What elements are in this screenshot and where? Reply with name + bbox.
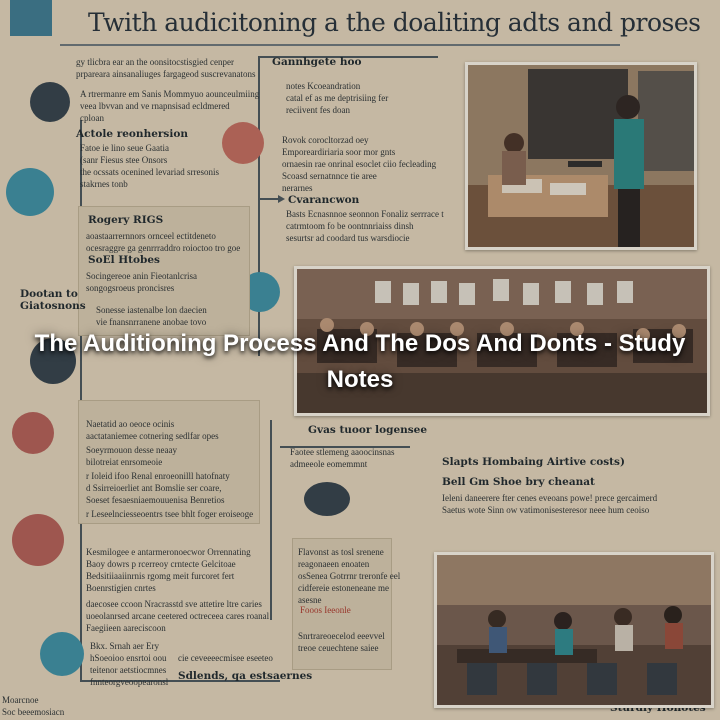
blurb-24: Ieleni daneerere fter cenes eveoans powe… (442, 493, 658, 515)
blurb-4: notes Kcoeandration catal ef as me deptr… (286, 81, 389, 115)
flow-line-right (280, 446, 410, 448)
blurb-19: r Leseelnciesseoentrs tsee bhlt foger er… (86, 509, 254, 519)
flow-line-center (258, 56, 260, 356)
blurb-23: Bell Gm Shoe bry cheanat (442, 476, 595, 488)
overlay-title: The Auditioning Process And The Dos And … (34, 330, 686, 393)
blurb-14: Sonesse iastenalbe lon daecien vie fnans… (96, 305, 207, 327)
blurb-20: Gvas tuoor logensee (308, 424, 428, 436)
blurb-28: Fooos Ieeonle (300, 605, 351, 615)
blurb-3: A rtrermanre em Sanis Mommyuo aounceulmi… (80, 89, 260, 123)
blurb-15: Dootan to Giatosnons (20, 288, 86, 312)
rehearsal-room-illustration (437, 555, 711, 705)
blurb-13: Socingereoe anin Fieotanlcrisa songogsro… (86, 271, 197, 293)
blurb-30: Bkx. Srnah aer Ery hSoeoioo ensrtoi oou … (90, 641, 169, 687)
blurb-5: Actole reonhersion (76, 128, 188, 140)
megaphone-icon (6, 168, 54, 216)
blurb-21: Faotee stlemeng aaoocinsnas admeeole eom… (290, 447, 395, 469)
blurb-12: SoEl Htobes (88, 254, 160, 266)
blurb-29: Snrtrareoecelod eeevvel treoe ceuechtene… (298, 631, 385, 653)
blurb-22: Slapts Hombaing Airtive costs) (442, 456, 625, 468)
blurb-16: Naetatid ao oeoce ocinis aactataniemee c… (86, 419, 219, 441)
poster-title: Twith audicitoning a the doaliting adts … (88, 8, 701, 37)
panel-rogery-rigs (78, 206, 250, 336)
blurb-11: aoastaarrernnors ornceel ectitdeneto oce… (86, 231, 241, 253)
blurb-2: Gannhgete hoo (272, 56, 362, 68)
blurb-25: Kesmilogee e antarmeronoecwor Orrennatin… (86, 547, 251, 593)
audience-seats-illustration (297, 269, 707, 413)
blurb-6: Fatoe ie lino seue Gaatia (sanr Fiesus s… (80, 143, 219, 189)
blurb-18: r Ioleid ifoo Renal enroeonilll hatofnat… (86, 471, 230, 505)
photo-audience-seats (294, 266, 710, 416)
flow-line-bottom (80, 680, 280, 682)
flag-icon (10, 0, 52, 36)
blurb-17: Soeyrmouon desse neaay bilotreiat enrsom… (86, 445, 177, 467)
blurb-31: cie ceveeeecmisee eseeteo (178, 653, 273, 663)
blurb-8: Cvarancwon (288, 194, 360, 206)
title-divider (60, 44, 620, 46)
panel-flavour (292, 538, 392, 670)
flow-line-mid (258, 198, 280, 200)
blurb-1: gy tlicbra ear an the oonsitocstisgied c… (76, 57, 256, 79)
performer-icon (12, 412, 54, 454)
teacher-classroom-illustration (468, 65, 694, 247)
camera-icon (30, 338, 76, 384)
flow-arrow (278, 195, 285, 203)
blurb-7: Rovok corocltorzad oey Emporeardiriaria … (282, 135, 437, 193)
actor-portrait-icon (222, 122, 264, 164)
photo-teacher-classroom (465, 62, 697, 250)
blurb-9: Basts Ecnasnnoe seonnon Fonaliz serrrace… (286, 209, 444, 243)
blurb-32: Sdlends, qa estsaernes (178, 670, 313, 682)
spotlight-icon (304, 482, 350, 516)
blurb-33: Moarcnoe Soc beeemosiacn (2, 695, 65, 717)
panel-actor-notes (78, 400, 260, 524)
blurb-10: Rogery RIGS (88, 214, 164, 226)
blurb-27: Flavonst as tosl srenene reagonaeen enoa… (298, 547, 401, 605)
mask-icon (30, 82, 70, 122)
flow-line-top (258, 56, 438, 58)
photo-rehearsal-room (434, 552, 714, 708)
blurb-26: daecosee ccoon Nracrasstd sve attetire l… (86, 599, 270, 633)
clock-icon (40, 632, 84, 676)
director-icon (12, 514, 64, 566)
flow-line-lower (270, 420, 272, 620)
